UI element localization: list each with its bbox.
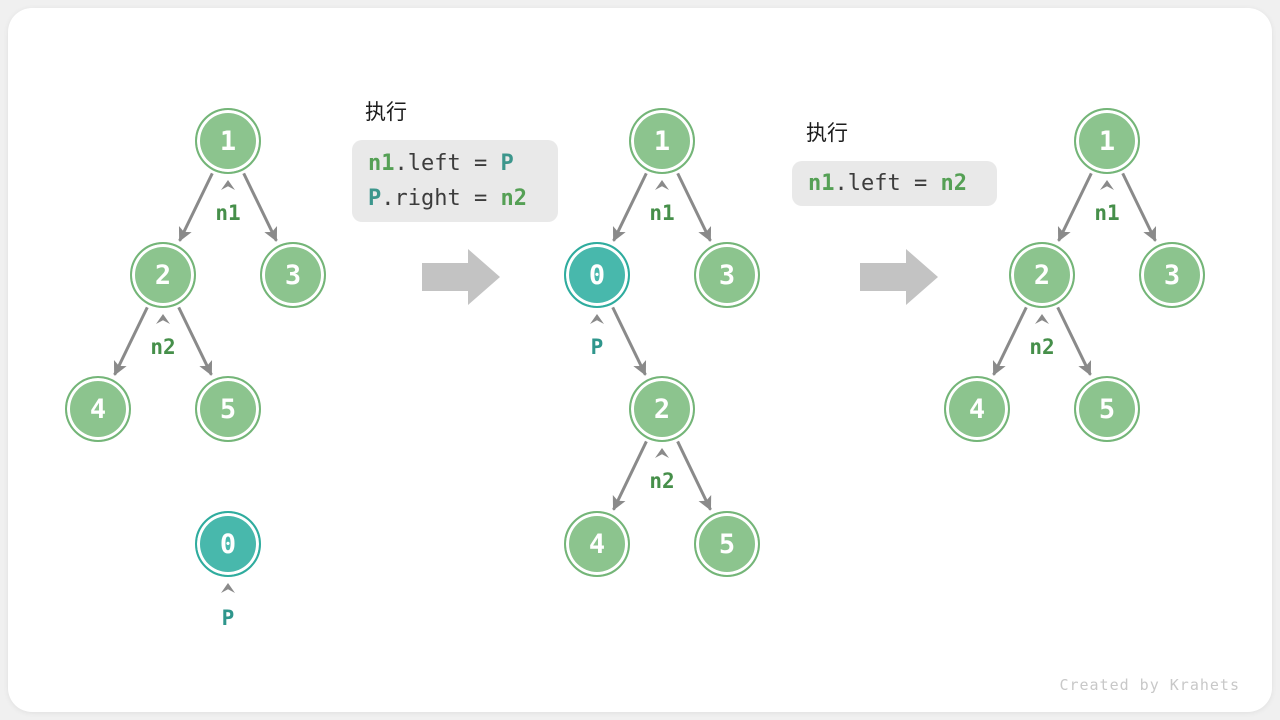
tree-node-4: 4 <box>564 511 630 577</box>
pointer-caret-icon <box>1035 314 1049 324</box>
transition-arrow-icon <box>422 249 500 305</box>
tree-node-3: 3 <box>260 242 326 308</box>
pointer-label-n2: n2 <box>150 335 176 359</box>
code-line: n1.left = P <box>368 146 542 181</box>
pointer-caret-icon <box>156 314 170 324</box>
tree-node-3: 3 <box>1139 242 1205 308</box>
code-token: P <box>500 151 514 176</box>
edge-arrow <box>676 440 712 511</box>
pointer-label-n2: n2 <box>1029 335 1055 359</box>
tree-node-5: 5 <box>195 376 261 442</box>
edge-arrow <box>113 306 149 376</box>
pointer-caret-icon <box>221 583 235 593</box>
credit-text: Created by Krahets <box>1059 676 1240 694</box>
edge-arrow <box>177 306 213 376</box>
code-token: n2 <box>500 186 527 211</box>
pointer-label-P: P <box>590 335 604 359</box>
edge-arrow <box>242 172 278 242</box>
edge-arrow <box>611 306 647 376</box>
code-line: P.right = n2 <box>368 181 542 216</box>
code-token: .left = <box>394 151 501 176</box>
tree-node-2: 2 <box>1009 242 1075 308</box>
pointer-label-n1: n1 <box>649 201 675 225</box>
tree-node-4: 4 <box>65 376 131 442</box>
code-token: P <box>368 186 382 211</box>
edge-arrow <box>1057 172 1093 242</box>
edge-arrow <box>676 172 712 242</box>
tree-node-2: 2 <box>130 242 196 308</box>
code-line: n1.left = n2 <box>808 166 981 201</box>
tree-node-5: 5 <box>694 511 760 577</box>
tree-node-2: 2 <box>629 376 695 442</box>
tree-node-0: 0 <box>195 511 261 577</box>
pointer-label-n1: n1 <box>1094 201 1120 225</box>
code-block: n1.left = n2 <box>792 161 997 206</box>
code-token: .right = <box>381 186 501 211</box>
pointer-label-n2: n2 <box>649 469 675 493</box>
tree-node-3: 3 <box>694 242 760 308</box>
code-token: n1 <box>808 171 835 196</box>
pointer-caret-icon <box>655 180 669 190</box>
tree-node-0: 0 <box>564 242 630 308</box>
exec-label: 执行 <box>365 100 407 124</box>
pointer-caret-icon <box>221 180 235 190</box>
edge-arrow <box>178 172 214 242</box>
tree-node-5: 5 <box>1074 376 1140 442</box>
code-token: n1 <box>368 151 395 176</box>
edge-arrow <box>1121 172 1157 242</box>
transition-arrow-icon <box>860 249 938 305</box>
exec-label: 执行 <box>806 121 848 145</box>
tree-node-1: 1 <box>629 108 695 174</box>
edge-arrow <box>612 172 648 242</box>
edge-arrow <box>612 440 648 511</box>
edge-arrow <box>1056 306 1092 376</box>
tree-node-4: 4 <box>944 376 1010 442</box>
pointer-label-n1: n1 <box>215 201 241 225</box>
pointer-label-P: P <box>221 606 235 630</box>
edge-arrow <box>992 306 1028 376</box>
tree-node-1: 1 <box>195 108 261 174</box>
code-token: .left = <box>834 171 941 196</box>
pointer-caret-icon <box>655 448 669 458</box>
tree-node-1: 1 <box>1074 108 1140 174</box>
pointer-caret-icon <box>590 314 604 324</box>
code-token: n2 <box>940 171 967 196</box>
pointer-caret-icon <box>1100 180 1114 190</box>
